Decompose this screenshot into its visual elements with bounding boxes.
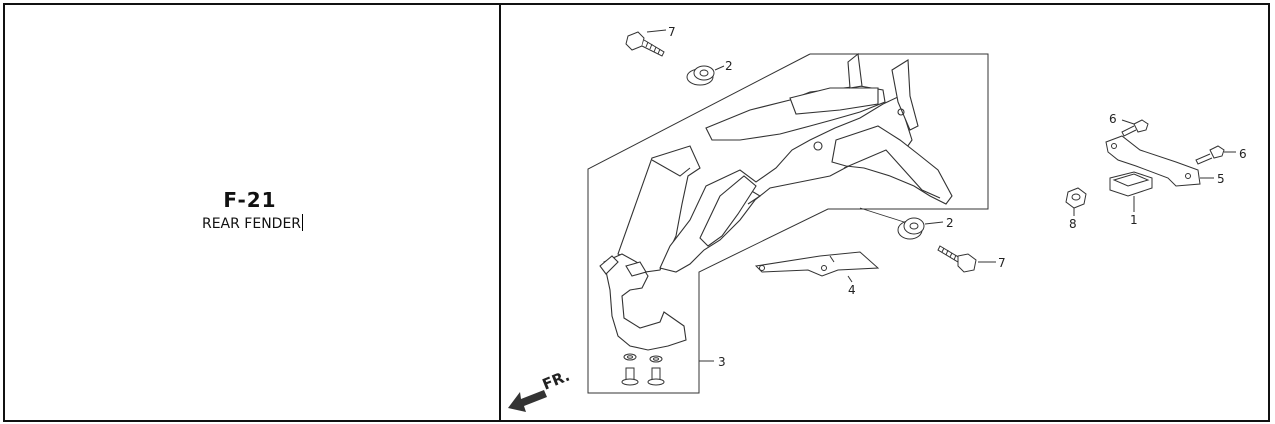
rear-fender-body	[617, 52, 953, 273]
bolt-6-right	[1195, 145, 1225, 165]
bolt-6-top	[1121, 119, 1149, 137]
front-direction-label: FR.	[540, 367, 573, 394]
part-name: REAR FENDER	[201, 216, 302, 232]
rubber-pad-1	[1109, 171, 1153, 197]
callout-6-right: 6	[1239, 147, 1247, 161]
text-cursor	[302, 214, 304, 231]
callout-4: 4	[848, 283, 856, 297]
assembly-group-outline	[587, 53, 989, 394]
callout-2-middle: 2	[946, 216, 954, 230]
callout-6-top: 6	[1109, 112, 1117, 126]
mud-flap	[599, 253, 687, 351]
bolt-7-top	[625, 31, 665, 57]
front-direction-arrow-icon: FR.	[508, 367, 572, 412]
callout-7-top: 7	[668, 25, 676, 39]
fender-rivets	[621, 353, 665, 386]
bracket-4	[754, 251, 880, 277]
nut-8	[1065, 187, 1087, 209]
callout-7-right: 7	[998, 256, 1006, 270]
bolt-7-right	[937, 245, 977, 273]
callout-2-top: 2	[725, 59, 733, 73]
exploded-parts-diagram: 7 2 6 6 5 1 8 2 7 4 3 FR.	[508, 25, 1247, 412]
part-info-panel	[5, 5, 501, 420]
callout-1: 1	[1130, 213, 1138, 227]
part-code: F-21	[223, 188, 277, 212]
bracket-5	[1105, 135, 1201, 187]
grommet-2-top	[686, 65, 715, 86]
callout-8: 8	[1069, 217, 1077, 231]
grommet-2-middle	[897, 217, 925, 240]
callout-3: 3	[718, 355, 726, 369]
callout-5: 5	[1217, 172, 1225, 186]
